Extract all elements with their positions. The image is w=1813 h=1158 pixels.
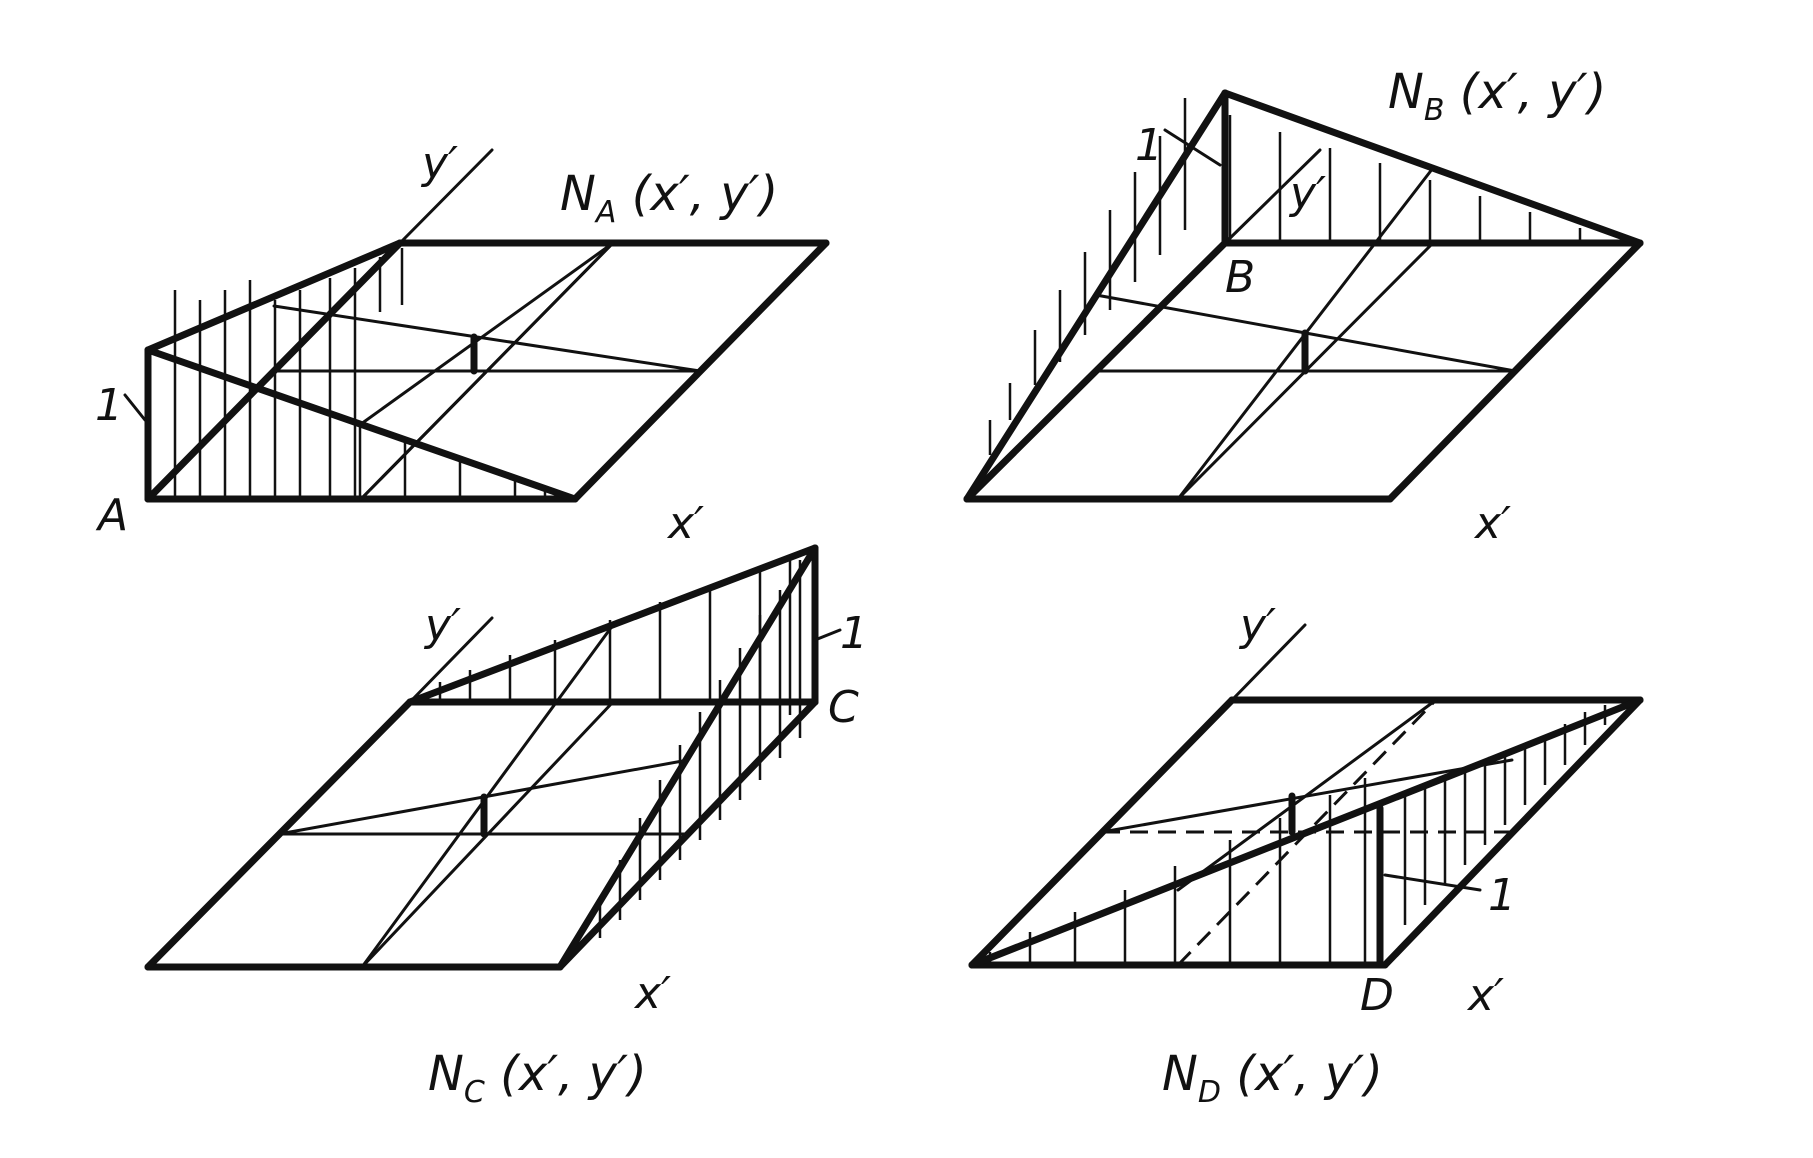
panel-a-y-axis — [398, 148, 494, 245]
panel-b-median-lines — [1094, 166, 1517, 501]
panel-d-title: ND (x′, y′) — [1162, 1046, 1383, 1110]
panel-d-unit-label: 1 — [1488, 870, 1516, 921]
panel-c-element-outline — [144, 544, 819, 971]
panel-c: NC (x′, y′) C x′ y′ 1 — [144, 544, 868, 1110]
panel-c-hatching — [438, 558, 802, 938]
panel-a-node-label: A — [95, 490, 128, 541]
panel-c-y-axis — [408, 616, 494, 704]
panel-b: NB (x′, y′) B x′ y′ 1 — [963, 64, 1644, 549]
panel-d-unit-leader — [1383, 873, 1482, 892]
panel-b-unit-leader — [1163, 128, 1222, 167]
panel-a-median-lines — [272, 241, 702, 501]
panel-c-unit-label: 1 — [840, 608, 868, 659]
panel-a: NA (x′, y′) A x′ y′ 1 — [95, 138, 830, 549]
panel-b-unit-label: 1 — [1135, 120, 1163, 171]
panel-c-x-axis-label: x′ — [633, 968, 671, 1019]
panel-a-x-axis-label: x′ — [666, 498, 704, 549]
panel-d-y-axis — [1230, 623, 1307, 702]
panel-c-median-lines — [277, 623, 690, 969]
panel-a-unit-label: 1 — [95, 380, 123, 431]
panel-a-unit-leader — [123, 393, 147, 422]
panel-a-title: NA (x′, y′) — [560, 166, 778, 230]
panel-b-title: NB (x′, y′) — [1388, 64, 1606, 128]
panel-a-y-axis-label: y′ — [420, 138, 458, 189]
panel-b-y-axis — [1223, 148, 1322, 245]
panel-d-median-lines — [1100, 698, 1514, 967]
panel-d-x-axis-label: x′ — [1466, 970, 1504, 1021]
panel-b-node-label: B — [1225, 252, 1255, 303]
panel-b-hatching — [988, 98, 1582, 455]
panel-c-unit-leader — [813, 628, 842, 642]
panel-c-title: NC (x′, y′) — [428, 1046, 647, 1110]
panel-b-x-axis-label: x′ — [1473, 498, 1511, 549]
panel-b-element-outline — [963, 89, 1644, 503]
panel-c-y-axis-label: y′ — [423, 600, 461, 651]
panel-b-y-axis-label: y′ — [1288, 168, 1326, 219]
panel-d: ND (x′, y′) D x′ y′ 1 — [968, 600, 1644, 1110]
panel-c-node-label: C — [828, 682, 859, 733]
panel-d-y-axis-label: y′ — [1238, 600, 1276, 651]
panel-d-node-label: D — [1360, 970, 1394, 1021]
